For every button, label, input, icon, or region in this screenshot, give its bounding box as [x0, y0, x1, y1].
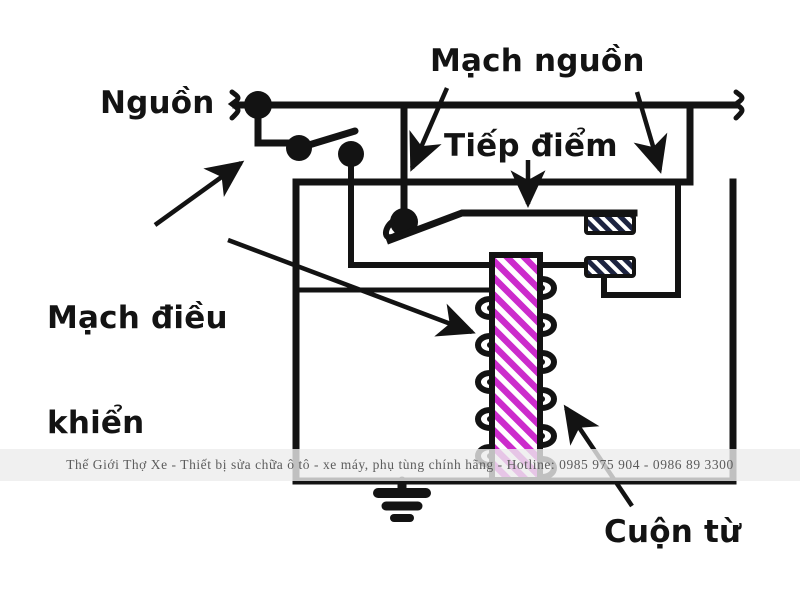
label-cuon-tu: Cuộn từ [604, 514, 742, 550]
source-terminal-right-bracket [731, 89, 745, 121]
label-mach-dieu-khien-line1: Mạch điều [47, 300, 228, 337]
upper-contact-block [584, 213, 636, 235]
lower-contact-block [584, 256, 636, 278]
label-tiep-diem: Tiếp điểm [444, 128, 618, 164]
label-mach-dieu-khien: Mạch điều khiển [47, 232, 228, 510]
coil-core [489, 252, 543, 483]
contact-arm-assembly [348, 106, 681, 298]
magnetic-coil [296, 252, 557, 483]
arrow-control-to-switch [153, 160, 245, 227]
arrow-cuon-tu [563, 404, 634, 508]
switch-node-left[interactable] [286, 135, 312, 161]
source-terminal-left-bracket [227, 89, 241, 121]
source-node [244, 91, 272, 119]
control-switch[interactable] [286, 127, 364, 268]
label-nguon: Nguồn [100, 85, 215, 121]
ground-symbol [373, 476, 431, 522]
annotation-arrows [153, 87, 668, 508]
label-mach-nguon: Mạch nguồn [430, 43, 645, 79]
arrow-control-to-coil [227, 237, 476, 337]
arrow-power-right [633, 91, 668, 174]
label-mach-dieu-khien-line2: khiển [47, 404, 145, 441]
arrow-mach-nguon [409, 87, 450, 172]
contact-blocks [584, 213, 636, 278]
